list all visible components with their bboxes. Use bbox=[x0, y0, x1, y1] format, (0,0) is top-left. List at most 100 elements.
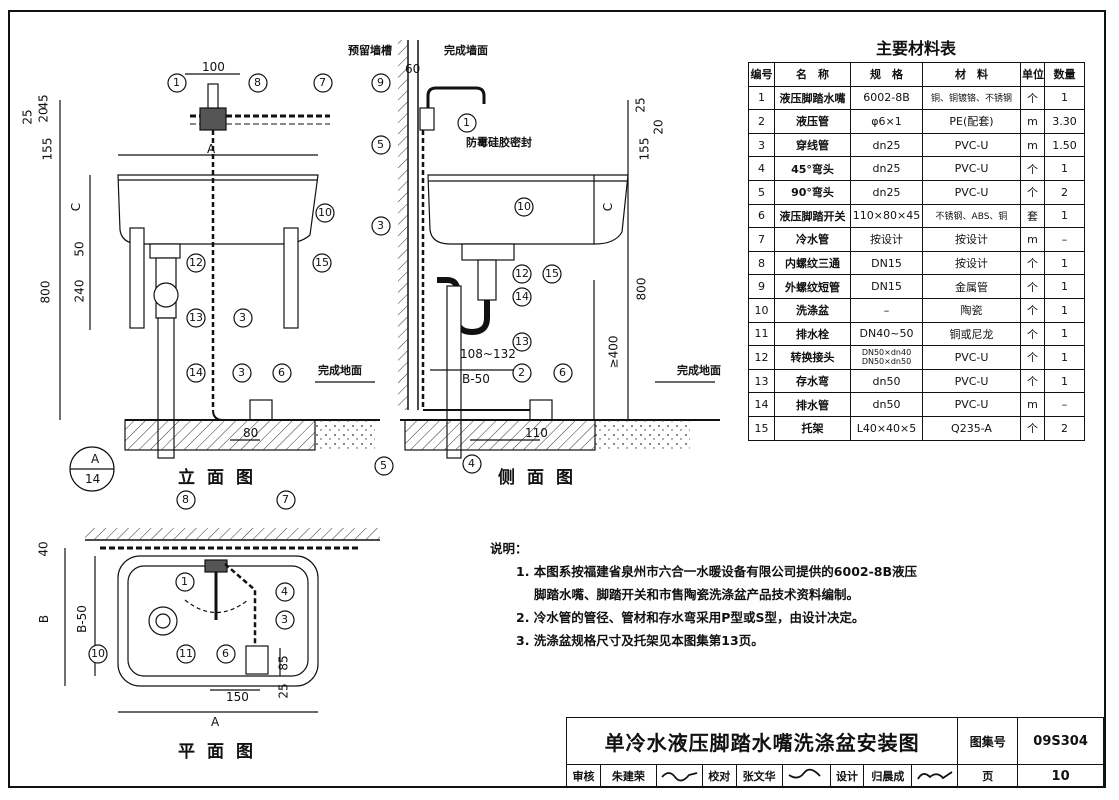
cell-qty: 1 bbox=[1044, 156, 1085, 181]
callout-3d bbox=[275, 610, 295, 630]
callout-4 bbox=[462, 454, 482, 474]
dim-plan-25: 25 bbox=[276, 683, 291, 699]
note-1-cont: 脚踏水嘴、脚踏开关和市售陶瓷洗涤盆产品技术资料编制。 bbox=[534, 587, 860, 602]
callout-2 bbox=[512, 363, 532, 383]
reviewer-signature bbox=[655, 764, 703, 788]
page-number: 10 bbox=[1017, 764, 1104, 788]
cell-no: 6 bbox=[748, 203, 775, 229]
cell-no: 12 bbox=[748, 345, 775, 370]
cell-material: 铜、铜镀铬、不锈钢 bbox=[922, 85, 1021, 111]
drawing-title: 单冷水液压脚踏水嘴洗涤盆安装图 bbox=[565, 717, 959, 765]
cell-spec: DN15 bbox=[850, 274, 923, 299]
cell-unit: 个 bbox=[1020, 297, 1045, 323]
mildew-sealant: 防霉硅胶密封 bbox=[466, 136, 532, 149]
cell-spec: dn50 bbox=[850, 368, 923, 394]
elevation-view-title: 立面图 bbox=[178, 468, 265, 488]
dim-side-60: 60 bbox=[405, 62, 421, 76]
dim-elev-c: C bbox=[69, 202, 84, 212]
plan-view-title: 平面图 bbox=[178, 742, 265, 762]
cell-material: PE(配套) bbox=[922, 109, 1021, 134]
cell-material: PVC-U bbox=[922, 179, 1021, 205]
side-view bbox=[398, 40, 720, 459]
cell-spec: DN50×dn40 DN50×dn50 bbox=[850, 345, 923, 370]
finished-wall: 完成墙面 bbox=[444, 44, 488, 57]
callout-4b bbox=[275, 582, 295, 602]
cell-spec: φ6×1 bbox=[850, 109, 923, 134]
dim-side-25: 25 bbox=[633, 97, 648, 113]
cell-spec: dn50 bbox=[850, 392, 923, 417]
dim-side-108: 108~132 bbox=[460, 347, 516, 361]
dim-side-400: ≥400 bbox=[606, 335, 621, 369]
callout-6b bbox=[553, 363, 573, 383]
cell-no: 4 bbox=[748, 156, 775, 181]
dim-side-20: 20 bbox=[651, 119, 666, 135]
cell-no: 11 bbox=[748, 321, 775, 347]
cell-unit: m bbox=[1020, 109, 1045, 134]
cell-material: Q235-A bbox=[922, 415, 1021, 441]
callout-14 bbox=[186, 363, 206, 383]
cell-unit: 个 bbox=[1020, 156, 1045, 181]
callout-7 bbox=[313, 73, 333, 93]
checker-signature bbox=[781, 764, 831, 788]
cell-unit: 个 bbox=[1020, 368, 1045, 394]
cell-spec: 110×80×45 bbox=[850, 203, 923, 229]
cell-name: 液压脚踏开关 bbox=[774, 203, 851, 229]
cell-spec: 6002-8B bbox=[850, 85, 923, 111]
cell-qty: 2 bbox=[1044, 179, 1085, 205]
cell-material: PVC-U bbox=[922, 345, 1021, 370]
callout-10c bbox=[88, 644, 108, 664]
detail-callout-top: A bbox=[91, 452, 100, 466]
designer-name: 归晨成 bbox=[863, 764, 913, 788]
header-no: 编号 bbox=[748, 62, 775, 87]
callout-7b bbox=[276, 490, 296, 510]
cell-qty: 1 bbox=[1044, 321, 1085, 347]
cell-unit: m bbox=[1020, 392, 1045, 417]
callout-3 bbox=[233, 308, 253, 328]
check-label: 校对 bbox=[701, 764, 737, 788]
cell-spec: – bbox=[850, 297, 923, 323]
cell-material: 铜或尼龙 bbox=[922, 321, 1021, 347]
cell-name: 排水管 bbox=[774, 392, 851, 417]
cell-spec: dn25 bbox=[850, 132, 923, 158]
cell-unit: 个 bbox=[1020, 274, 1045, 299]
cell-no: 5 bbox=[748, 179, 775, 205]
cell-unit: 个 bbox=[1020, 85, 1045, 111]
design-label: 设计 bbox=[829, 764, 865, 788]
note-2: 2. 冷水管的管径、管材和存水弯采用P型或S型，由设计决定。 bbox=[516, 610, 865, 625]
cell-name: 转换接头 bbox=[774, 345, 851, 370]
cell-qty: – bbox=[1044, 227, 1085, 252]
cell-qty: 3.30 bbox=[1044, 109, 1085, 134]
callout-5 bbox=[371, 135, 391, 155]
cell-name: 90°弯头 bbox=[774, 179, 851, 205]
dim-plan-150: 150 bbox=[226, 690, 249, 704]
cell-unit: 个 bbox=[1020, 179, 1045, 205]
cell-material: 不锈钢、ABS、铜 bbox=[922, 203, 1021, 229]
cell-name: 45°弯头 bbox=[774, 156, 851, 181]
elevation-view bbox=[59, 73, 380, 459]
cell-no: 8 bbox=[748, 250, 775, 276]
callout-6c bbox=[216, 644, 236, 664]
side-callouts bbox=[371, 73, 573, 476]
header-qty: 数量 bbox=[1044, 62, 1085, 87]
header-name: 名 称 bbox=[774, 62, 851, 87]
cell-material: 按设计 bbox=[922, 227, 1021, 252]
callout-13 bbox=[186, 308, 206, 328]
header-material: 材 料 bbox=[922, 62, 1021, 87]
cell-unit: m bbox=[1020, 132, 1045, 158]
header-unit: 单位 bbox=[1020, 62, 1045, 87]
callout-12b bbox=[512, 264, 532, 284]
note-1: 1. 本图系按福建省泉州市六合一水暖设备有限公司提供的6002-8B液压 bbox=[516, 564, 918, 579]
dim-side-155: 155 bbox=[637, 137, 652, 161]
plan-view bbox=[64, 528, 380, 713]
dim-elev-240: 240 bbox=[72, 279, 87, 303]
note-3: 3. 洗涤盆规格尺寸及托架见本图集第13页。 bbox=[516, 633, 764, 648]
cell-unit: 个 bbox=[1020, 415, 1045, 441]
side-finished-floor: 完成地面 bbox=[677, 364, 721, 377]
